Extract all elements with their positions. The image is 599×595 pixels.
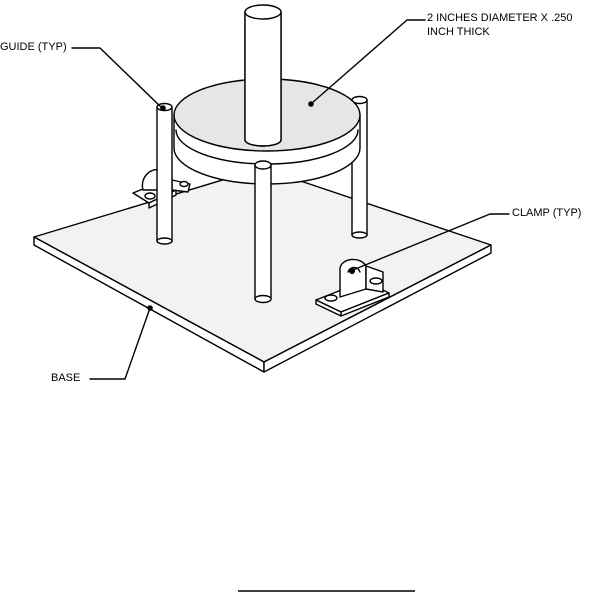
guide-rod-left (156, 102, 173, 245)
leader-lines (71, 19, 510, 380)
clamp-right (315, 258, 390, 317)
center-rod (244, 4, 282, 147)
disk-dimension-label-line1: 2 INCHES DIAMETER X .250 (427, 12, 573, 24)
clamp-label: CLAMP (TYP) (512, 207, 582, 219)
guide-label: GUIDE (TYP) (0, 41, 67, 53)
guide-rod-front (254, 160, 272, 304)
disk-dimension-label-line2: INCH THICK (427, 26, 490, 38)
base-label: BASE (51, 372, 81, 384)
